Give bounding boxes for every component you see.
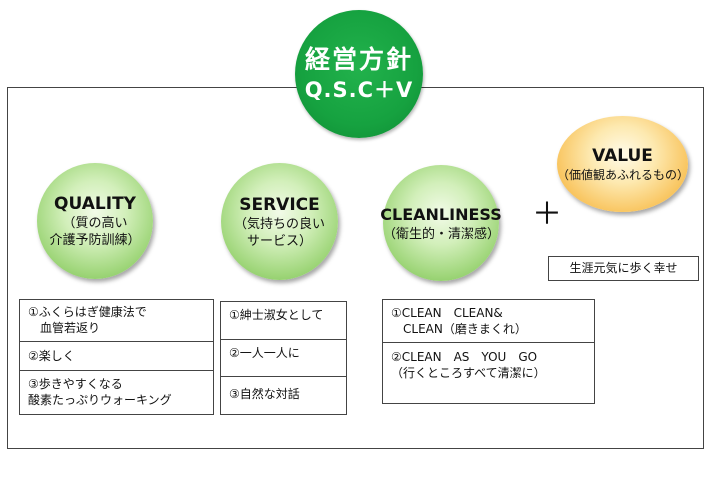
quality-list: ①ふくらはぎ健康法で 血管若返り ②楽しく ③歩きやすくなる 酸素たっぷりウォー… — [19, 299, 214, 415]
service-item-3: ③自然な対話 — [229, 387, 300, 401]
value-title: VALUE — [592, 145, 653, 166]
value-circle: VALUE （価値観あふれるもの） — [557, 116, 690, 212]
cleanliness-item-1: ①CLEAN CLEAN& CLEAN（磨きまくれ） — [383, 300, 594, 343]
cleanliness-list: ①CLEAN CLEAN& CLEAN（磨きまくれ） ②CLEAN AS YOU… — [382, 299, 595, 404]
quality-item-2: ②楽しく — [20, 342, 213, 371]
service-circle: SERVICE （気持ちの良い サービス） — [221, 163, 338, 280]
service-subtitle: （気持ちの良い サービス） — [233, 216, 325, 249]
policy-title: 経営方針 — [304, 45, 413, 74]
service-list: ①紳士淑女として ②一人一人に ③自然な対話 — [220, 301, 347, 415]
cleanliness-item-2: ②CLEAN AS YOU GO （行くところすべて清潔に） — [391, 350, 546, 380]
quality-subtitle: （質の高い 介護予防訓練） — [49, 216, 141, 248]
service-item-1: ①紳士淑女として — [221, 302, 346, 340]
management-policy-circle: 経営方針 Q.S.C＋V — [295, 10, 423, 138]
quality-item-1: ①ふくらはぎ健康法で 血管若返り — [20, 300, 213, 342]
cleanliness-circle: CLEANLINESS （衛生的・清潔感） — [380, 165, 502, 281]
policy-subtitle: Q.S.C＋V — [304, 78, 414, 102]
quality-circle: QUALITY （質の高い 介護予防訓練） — [37, 163, 153, 279]
quality-title: QUALITY — [54, 194, 136, 214]
plus-sign: ＋ — [532, 197, 562, 232]
value-item-box: 生涯元気に歩く幸せ — [548, 256, 699, 281]
cleanliness-subtitle: （衛生的・清潔感） — [383, 226, 501, 242]
quality-item-3: ③歩きやすくなる 酸素たっぷりウォーキング — [28, 377, 172, 407]
value-subtitle: （価値観あふれるもの） — [557, 167, 690, 182]
service-item-2: ②一人一人に — [221, 340, 346, 377]
cleanliness-title: CLEANLINESS — [380, 204, 502, 224]
service-title: SERVICE — [239, 194, 320, 215]
